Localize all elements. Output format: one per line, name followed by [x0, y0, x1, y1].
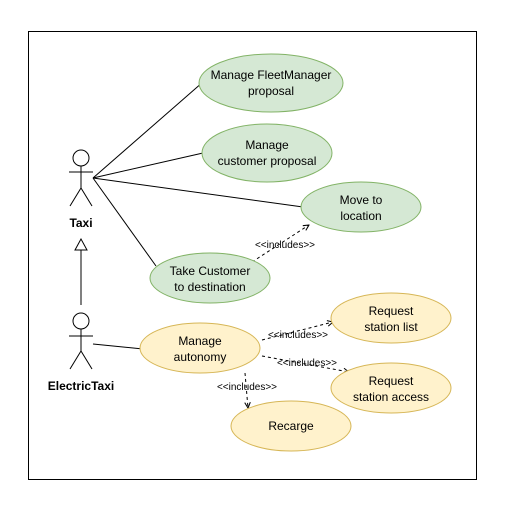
usecase-request-station-access[interactable]: Request station access: [330, 362, 452, 414]
include-label-autonomy-to-access: <<includes>>: [277, 358, 337, 369]
association-taxi-move: [92, 177, 304, 208]
actor-electric-taxi-label: ElectricTaxi: [48, 379, 114, 393]
association-electrictaxi-autonomy: [92, 343, 144, 350]
association-taxi-customer: [92, 152, 204, 179]
include-take-to-move: [251, 225, 309, 263]
usecase-manage-autonomy[interactable]: Manage autonomy: [139, 322, 261, 374]
include-label-autonomy-to-recarge: <<includes>>: [217, 382, 277, 393]
usecase-label-line1: Take Customer: [170, 264, 251, 278]
usecase-label-line1: Manage FleetManager: [211, 68, 332, 82]
usecase-label-line2: location: [340, 209, 381, 223]
association-taxi-fleetmanager: [92, 81, 204, 179]
usecase-request-station-list[interactable]: Request station list: [330, 292, 452, 344]
include-label-autonomy-to-list: <<includes>>: [268, 330, 328, 341]
usecase-recarge[interactable]: Recarge: [230, 400, 352, 452]
usecase-label-line1: Manage: [245, 138, 289, 152]
actor-taxi-label: Taxi: [69, 216, 92, 230]
include-label-take-to-move: <<includes>>: [255, 240, 315, 251]
actor-taxi-head: [72, 149, 90, 167]
usecase-manage-customer-proposal[interactable]: Manage customer proposal: [201, 123, 333, 183]
include-autonomy-to-access: [261, 355, 349, 372]
usecase-label-line1: Request: [369, 374, 414, 388]
usecase-manage-fleetmanager-proposal[interactable]: Manage FleetManager proposal: [198, 53, 344, 113]
usecase-label-line2: to destination: [174, 280, 245, 294]
usecase-label-line2: customer proposal: [218, 154, 317, 168]
usecase-label-line2: proposal: [248, 84, 294, 98]
usecase-move-to-location[interactable]: Move to location: [300, 181, 422, 233]
generalization-arrowhead: [74, 237, 88, 251]
include-autonomy-to-list: [261, 322, 333, 341]
usecase-label-line1: Move to: [340, 193, 383, 207]
usecase-label-line2: autonomy: [174, 350, 227, 364]
usecase-label: Recarge: [268, 419, 314, 433]
actor-electric-taxi-head: [72, 312, 90, 330]
actor-electric-taxi[interactable]: [69, 312, 93, 370]
usecase-label-line2: station access: [353, 390, 429, 404]
usecase-take-customer-to-destination[interactable]: Take Customer to destination: [149, 252, 271, 304]
usecase-label-line1: Manage: [178, 334, 222, 348]
actor-taxi[interactable]: [69, 149, 93, 207]
usecase-label-line2: station list: [364, 320, 418, 334]
usecase-label-line1: Request: [369, 304, 414, 318]
association-taxi-take-customer: [92, 177, 157, 267]
